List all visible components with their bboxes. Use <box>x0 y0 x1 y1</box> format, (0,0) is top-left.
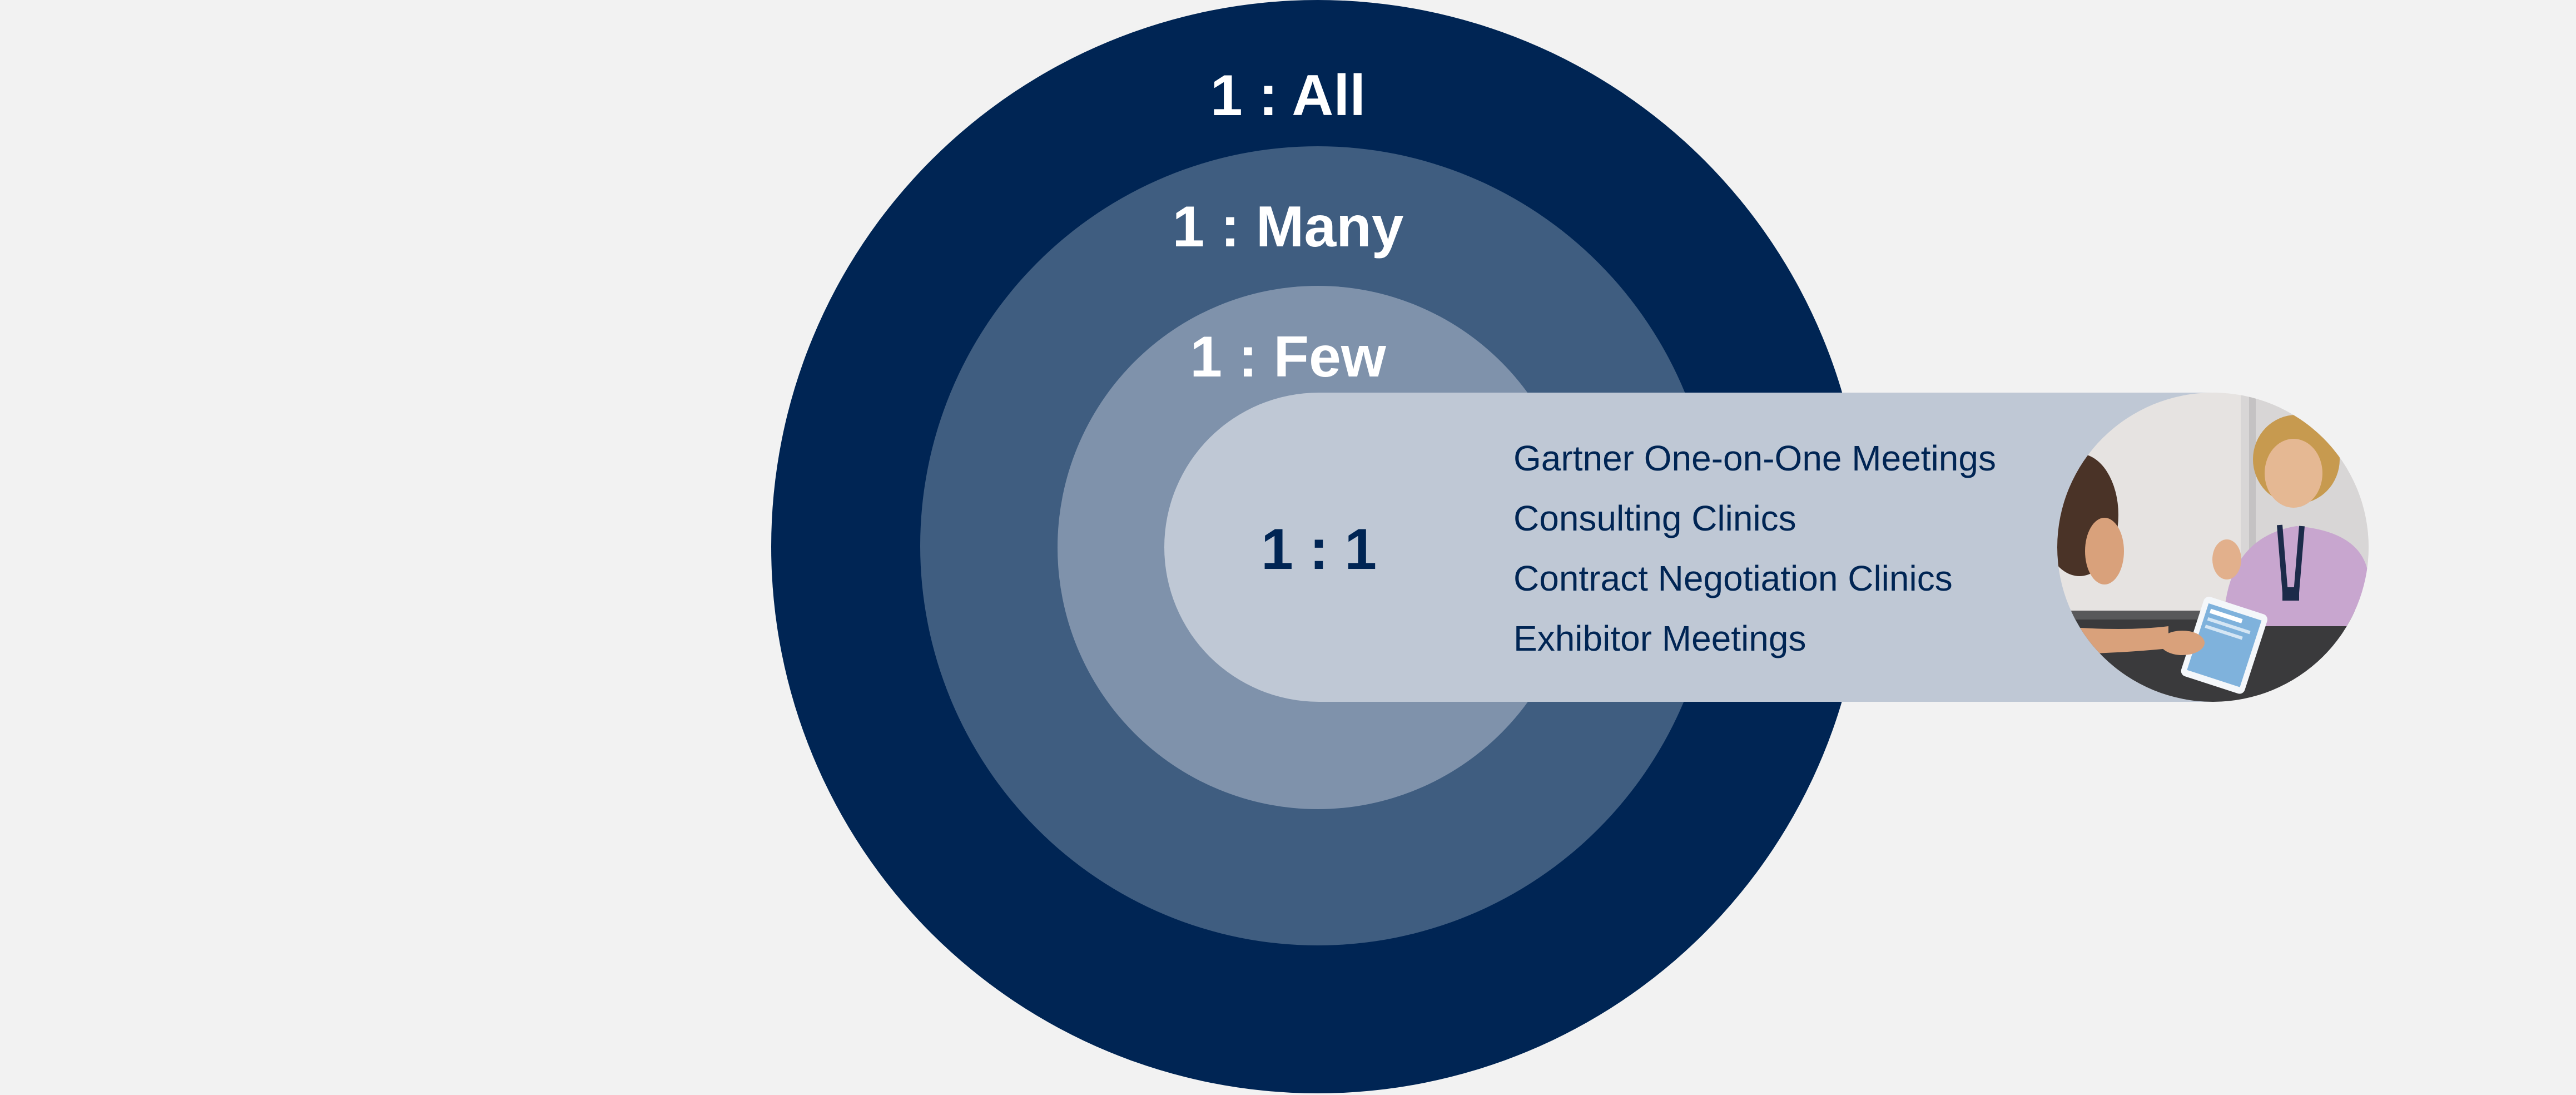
activity-list: Gartner One-on-One Meetings Consulting C… <box>1513 428 1996 668</box>
list-item: Gartner One-on-One Meetings <box>1513 438 1996 478</box>
ring-label-many: 1 : Many <box>1172 195 1404 259</box>
ring-label-few: 1 : Few <box>1190 325 1386 389</box>
ring-label-all: 1 : All <box>1210 63 1366 128</box>
meeting-photo-illustration <box>2057 393 2369 702</box>
list-item: Contract Negotiation Clinics <box>1513 558 1953 598</box>
meeting-photo <box>2057 393 2369 702</box>
ring-label-one: 1 : 1 <box>1260 517 1377 582</box>
list-item: Exhibitor Meetings <box>1513 618 1806 658</box>
list-item: Consulting Clinics <box>1513 498 1796 538</box>
